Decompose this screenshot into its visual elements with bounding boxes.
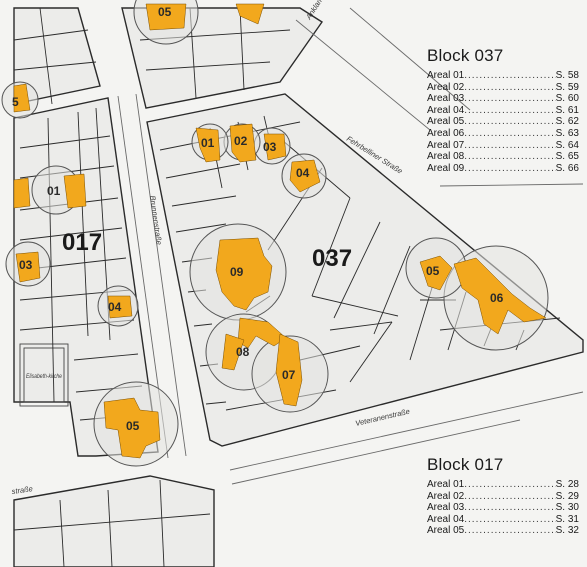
leader-dots [464,140,555,152]
areal-label-left-5: 5 [12,95,19,109]
leader-dots [464,93,555,105]
areal-label-037-02: 02 [234,134,248,148]
legend-entry: Areal 03 S. 60 [427,93,579,105]
areal-name: Areal 01 [427,479,465,490]
areal-name: Areal 05 [427,525,465,537]
areal-number-labels: 01 02 03 04 05 06 07 08 09 01 03 04 05 0… [12,5,504,433]
legend-entry: Areal 05 S. 32 [427,525,579,537]
block-north-west-outline [13,7,101,105]
page-reference: S. 66 [555,162,579,174]
legend-entry: Areal 03 S. 30 [427,502,579,514]
page-reference: S. 63 [555,127,579,139]
areal-label-037-09: 09 [230,265,244,279]
leader-dots [464,105,555,117]
areal-label-037-06: 06 [490,291,504,305]
areal-label-037-04: 04 [296,166,310,180]
areal-label-037-05: 05 [426,264,440,278]
legend-entry: Areal 01 S. 28 [427,479,579,491]
page-reference: S. 29 [555,490,579,502]
areal-name: Areal 02 [427,81,465,93]
legend-entry: Areal 06 S. 63 [427,128,579,140]
block-label-017: 017 [62,229,102,256]
areal-label-037-03: 03 [263,140,277,154]
areal-label-top-05: 05 [158,5,172,19]
leader-dots [464,479,555,491]
areal-name: Areal 04 [427,513,465,525]
leader-dots [464,128,555,140]
areal-name: Areal 01 [427,70,465,81]
legend-title: Block 037 [427,46,504,65]
areal-name: Areal 08 [427,151,465,163]
page-reference: S. 58 [555,70,579,81]
leader-dots [464,163,555,175]
page-reference: S. 64 [555,139,579,151]
areal-name: Areal 02 [427,490,465,502]
legend-entry: Areal 04 S. 31 [427,514,579,526]
legend-entry: Areal 07 S. 64 [427,140,579,152]
areal-label-037-08: 08 [236,345,250,359]
areal-label-037-07: 07 [282,368,296,382]
page-reference: S. 60 [555,93,579,105]
areal-name: Areal 09 [427,162,465,174]
leader-dots [464,525,555,537]
highlighted-buildings [13,3,547,459]
block-label-037: 037 [312,245,352,272]
page-reference: S. 59 [555,81,579,93]
page-reference: S. 65 [555,151,579,163]
church-area [19,343,69,407]
page-reference: S. 32 [555,525,579,537]
areal-name: Areal 07 [427,139,465,151]
legend-entry: Areal 02 S. 59 [427,82,579,94]
areal-label-037-01: 01 [201,136,215,150]
areal-name: Areal 06 [427,127,465,139]
legend-entry: Areal 02 S. 29 [427,491,579,503]
block-number-labels: 017 037 [62,229,352,272]
legend-entry: Areal 08 S. 65 [427,151,579,163]
areal-label-017-01: 01 [47,184,61,198]
leader-dots [464,82,555,94]
legend-entry: Areal 09 S. 66 [427,163,579,175]
page-reference: S. 62 [555,116,579,128]
areal-name: Areal 05 [427,116,465,128]
legend-entry: Areal 04 S. 61 [427,105,579,117]
page-reference: S. 30 [555,502,579,514]
legend-entry: Areal 01 S. 58 [427,70,579,82]
legend-title: Block 017 [427,455,504,474]
leader-dots [464,70,555,82]
leader-dots [464,491,555,503]
page-reference: S. 61 [555,104,579,116]
areal-name: Areal 03 [427,502,465,514]
areal-name: Areal 04 [427,104,465,116]
page-reference: S. 31 [555,513,579,525]
areal-label-017-03: 03 [19,258,33,272]
legend-entry: Areal 05 S. 62 [427,116,579,128]
areal-name: Areal 03 [427,93,465,105]
street-label-left-strasse: straße [11,484,33,496]
leader-dots [464,502,555,514]
landmark-label-elisabethkirche: Elisabeth-kirche [26,373,62,380]
church-label: Elisabeth-kirche [26,373,62,380]
leader-dots [464,514,555,526]
areal-label-017-05: 05 [126,419,140,433]
leader-dots [464,151,555,163]
page-reference: S. 28 [555,479,579,490]
areal-label-017-04: 04 [108,300,122,314]
leader-dots [464,116,555,128]
